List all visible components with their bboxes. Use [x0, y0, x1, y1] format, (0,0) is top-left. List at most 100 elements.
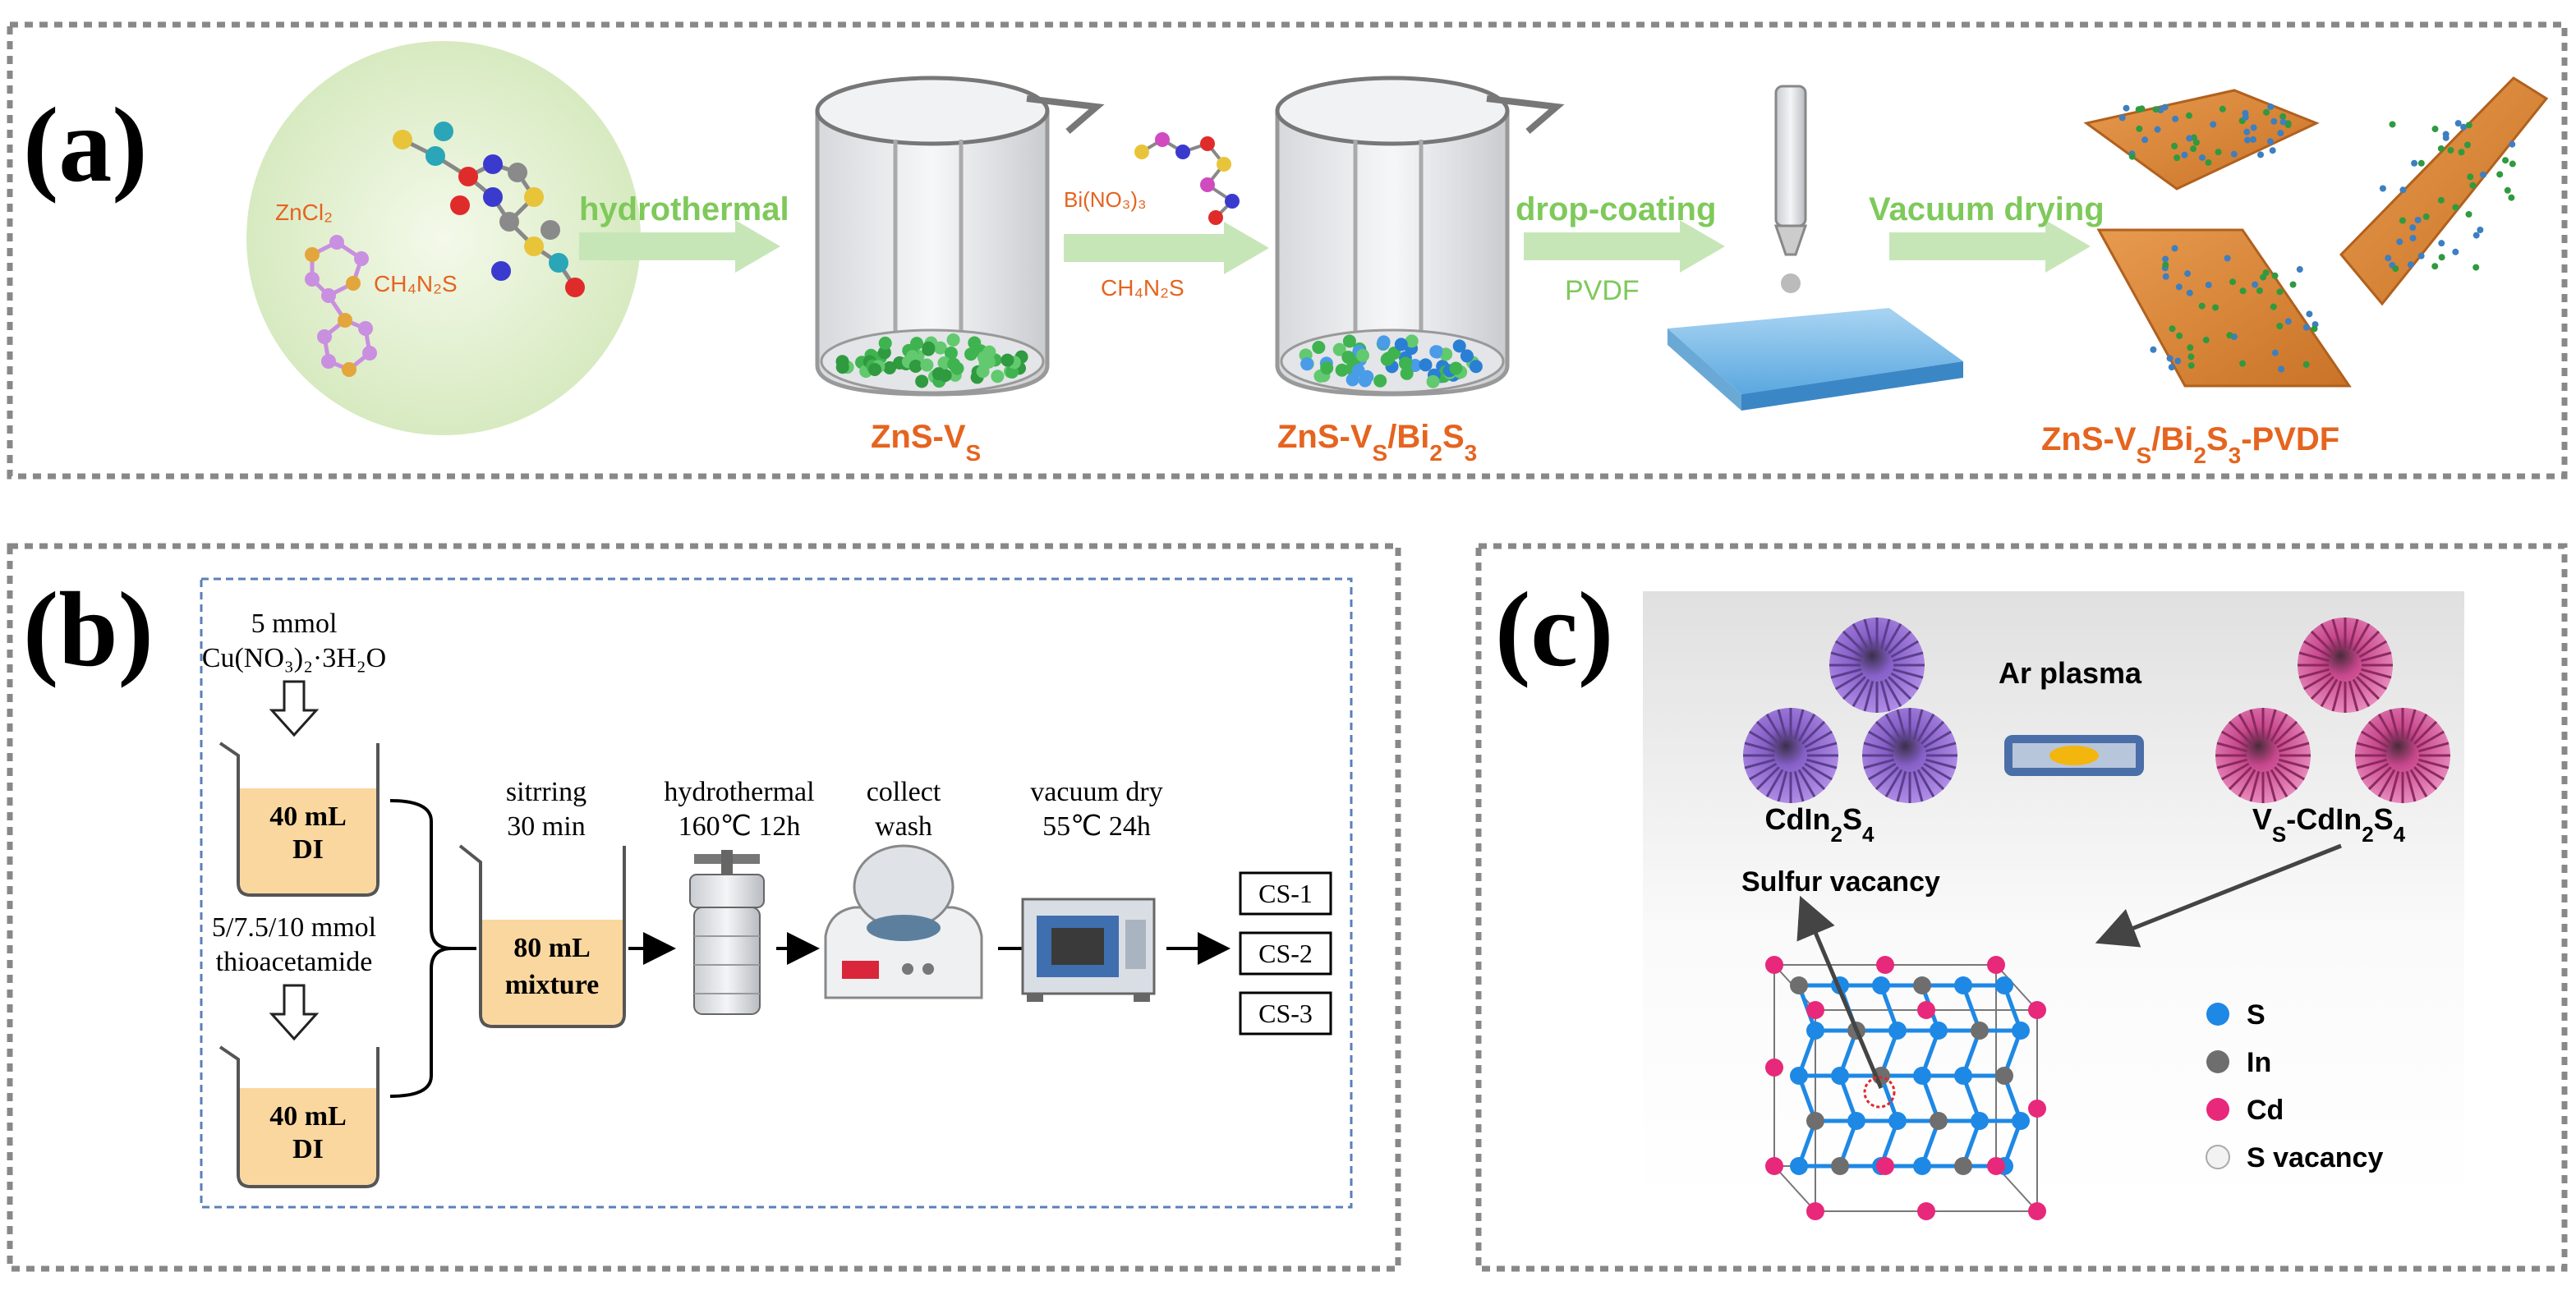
- nanosheet-spike: [2360, 651, 2392, 663]
- nanosheet-spike: [1842, 630, 1866, 654]
- beaker-di-1: [218, 742, 380, 897]
- ch4n2s-atom: [524, 236, 544, 256]
- sheet-particle: [2175, 283, 2183, 291]
- cd-atom: [1876, 956, 1894, 974]
- nanosheet-spike: [2266, 770, 2277, 802]
- lattice-atom: [1954, 976, 1972, 994]
- particle: [835, 360, 849, 374]
- sheet-particle: [2181, 151, 2188, 158]
- ta-amount: 5/7.5/10 mmol: [212, 912, 376, 943]
- sheet-particle: [2465, 210, 2472, 218]
- cd-atom: [1765, 1059, 1783, 1077]
- ch4n2s-atom: [491, 261, 511, 281]
- nanosheet-spike: [2360, 668, 2392, 679]
- ch4n2s-atom: [549, 253, 568, 273]
- nanosheet-spike: [1892, 668, 1924, 679]
- nanosheet-spike: [2221, 762, 2250, 781]
- sheet-particle: [2270, 117, 2278, 125]
- sheet-particle: [2472, 264, 2480, 271]
- sheet-particle: [2284, 122, 2292, 129]
- sheet-particle: [2454, 120, 2462, 127]
- nanosheet-spike: [1830, 651, 1862, 663]
- nanosheet-spike: [1884, 714, 1903, 742]
- lattice-atom: [2012, 1022, 2030, 1040]
- nanosheet-spike: [2377, 769, 2396, 797]
- vac-line2: 55℃ 24h: [1042, 811, 1151, 842]
- sample-label: CS-3: [1258, 999, 1313, 1028]
- nanosheet-spike: [1888, 676, 1912, 700]
- nanosheet-spike: [2298, 651, 2330, 663]
- particle: [932, 367, 945, 381]
- nanosheet-spike: [1804, 730, 1833, 749]
- collect-line1: collect: [867, 777, 941, 807]
- nanosheet-spike: [1925, 742, 1957, 753]
- cu-amount: 5 mmol: [251, 608, 338, 639]
- nanosheet-spike: [1835, 640, 1864, 659]
- step-pvdf-label: PVDF: [1565, 275, 1640, 306]
- vacancy-nanospheres: [2215, 618, 2450, 803]
- sample-box: [1239, 991, 1332, 1036]
- beaker-mixture: [458, 844, 626, 1028]
- legend-swatch: [2206, 1145, 2230, 1169]
- sheet-particle: [2277, 130, 2284, 137]
- ch4n2s-atom: [434, 122, 453, 141]
- particle: [1426, 374, 1440, 388]
- nanosheet-spike: [2303, 640, 2332, 659]
- centrifuge: [824, 844, 983, 999]
- vacancy-sample-label: VS-CdIn2S4: [2252, 802, 2406, 847]
- plasma-label: Ar plasma: [1999, 656, 2142, 690]
- cd-atom: [1765, 956, 1783, 974]
- sheet-particle: [2205, 282, 2212, 289]
- particle: [1300, 357, 1314, 371]
- petri-dish: [246, 41, 641, 435]
- lattice-atom: [1790, 1157, 1808, 1175]
- zncl2-atom: [329, 235, 344, 250]
- crystal-lattice: [1765, 956, 2046, 1220]
- lattice-atom: [2012, 1112, 2030, 1130]
- ch4n2s-atom: [426, 146, 445, 166]
- lattice-atom: [1913, 1157, 1931, 1175]
- nanosheet-spike: [2310, 676, 2334, 700]
- sheet-particle: [2417, 252, 2425, 259]
- particle: [1377, 335, 1391, 349]
- sheet-particle: [2198, 302, 2206, 310]
- sheet-particle: [2174, 357, 2182, 365]
- sheet-particle: [2267, 103, 2275, 111]
- cd-atom: [2028, 1001, 2046, 1019]
- sheet-particle: [2263, 108, 2270, 116]
- sheet-particle: [2279, 118, 2287, 126]
- sheet-particle: [2242, 113, 2249, 121]
- particle: [1335, 363, 1349, 377]
- beaker2-line2: DI: [292, 1134, 324, 1164]
- cd-atom: [1917, 1202, 1935, 1220]
- nanosheet-spike: [1744, 742, 1776, 753]
- cd-atom: [1876, 1157, 1894, 1175]
- lattice-atom: [1888, 1022, 1907, 1040]
- nanosheet-spike: [1806, 758, 1838, 769]
- sheet-particle: [2385, 255, 2392, 262]
- sheet-particle: [2172, 115, 2179, 122]
- zncl2-atom: [354, 251, 369, 266]
- sheet-particle: [2469, 181, 2477, 189]
- nanosheet-spike: [2278, 742, 2310, 753]
- nanosheet-spike: [2320, 623, 2339, 652]
- nanosheet-spike: [2270, 714, 2288, 742]
- cd-atom: [1806, 1202, 1824, 1220]
- nanosheet-spike: [2358, 672, 2387, 691]
- nanosheet-spike: [1916, 714, 1935, 742]
- cu-down-arrow: [269, 680, 320, 737]
- substrate-plate-edge: [1741, 361, 1963, 411]
- cd-atom: [2028, 1100, 2046, 1118]
- nanosheet-spike: [1863, 618, 1874, 650]
- particle: [1419, 358, 1433, 372]
- nanosheet-spike: [1749, 730, 1778, 749]
- sheet-particle: [2141, 136, 2149, 144]
- sheet-particle: [2409, 224, 2417, 232]
- bi-atom: [1134, 145, 1149, 159]
- particle: [1469, 360, 1483, 374]
- lattice-atom: [1790, 976, 1808, 994]
- nanosheet-spike: [2310, 630, 2334, 654]
- step-drop-coating-label: drop-coating: [1516, 191, 1716, 227]
- nanosheet-spike: [2228, 766, 2252, 791]
- panel-b-border: [7, 543, 1401, 1272]
